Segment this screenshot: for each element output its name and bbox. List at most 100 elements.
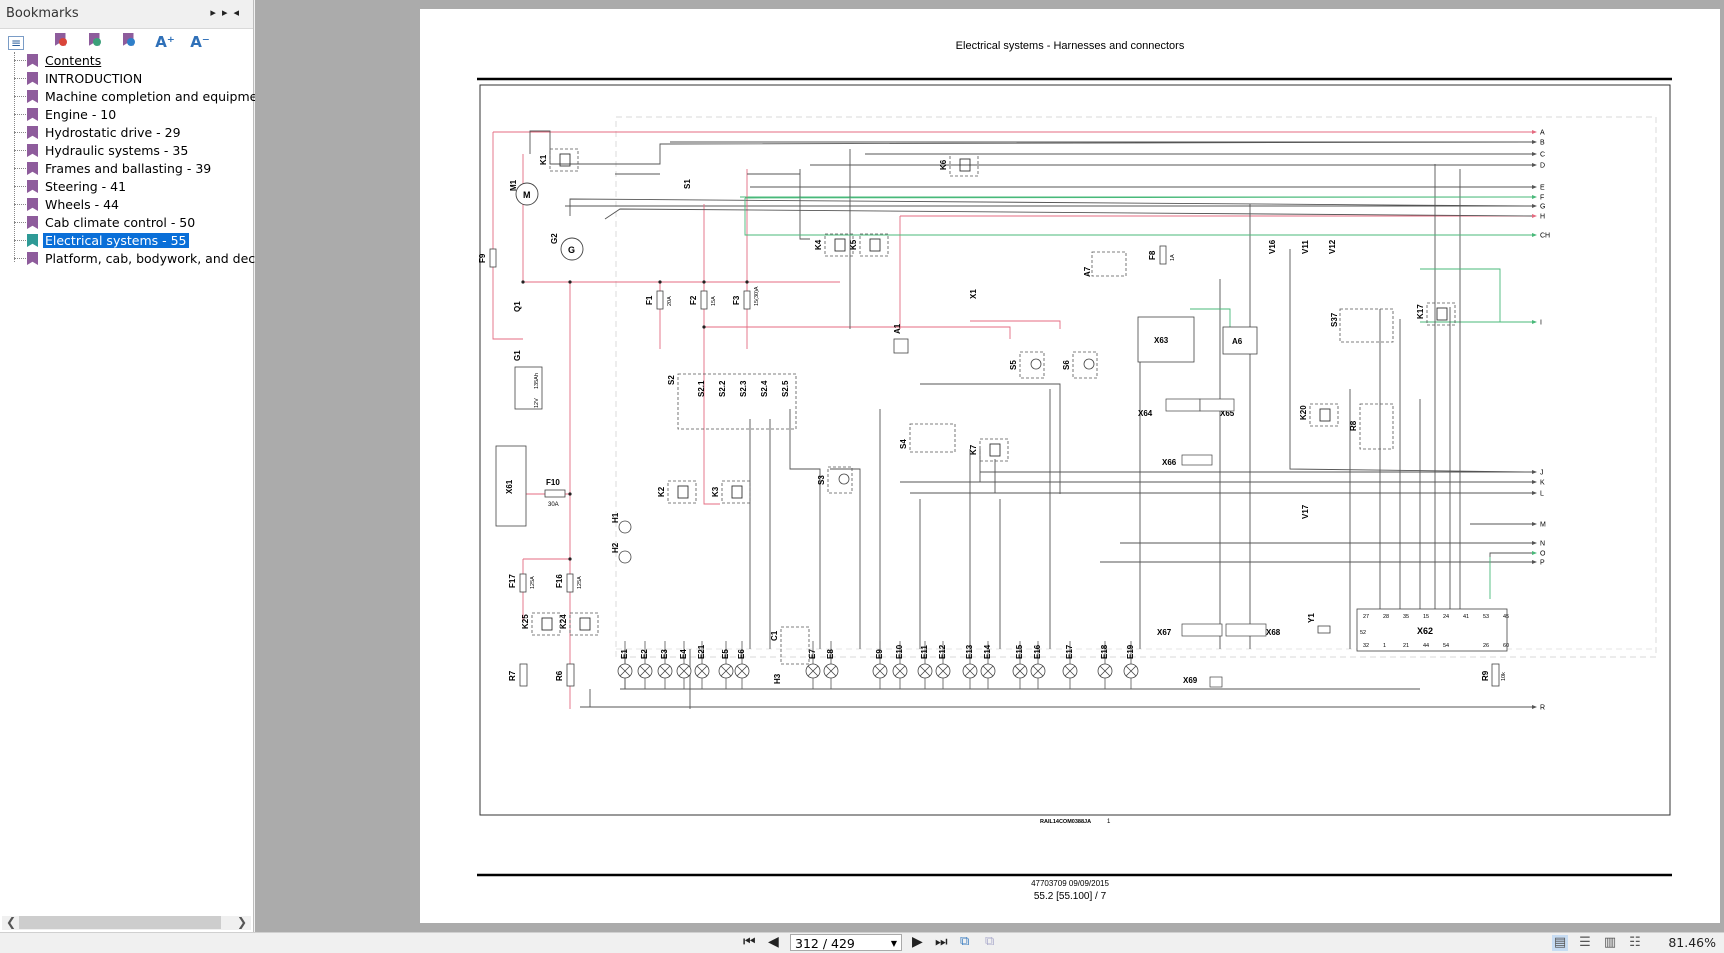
delete-bookmark-icon[interactable]	[50, 33, 70, 51]
bookmark-item[interactable]: Platform, cab, bodywork, and decals -	[0, 250, 281, 268]
zoom-level[interactable]: 81.46%	[1668, 935, 1716, 950]
component-label: 21	[1403, 643, 1409, 649]
component-label: 60	[1503, 643, 1509, 649]
bookmark-label[interactable]: Cab climate control - 50	[45, 215, 196, 230]
bookmark-label[interactable]: Contents	[45, 53, 102, 68]
scroll-right-icon[interactable]: ❯	[236, 915, 247, 929]
rail-label-g: G	[1540, 204, 1545, 211]
component-label: 54	[1443, 643, 1449, 649]
bookmarks-toolbar: ≡ A⁺ A⁻	[0, 29, 253, 53]
bookmark-item[interactable]: Wheels - 44	[0, 196, 253, 214]
goto-bookmark-icon[interactable]	[118, 33, 138, 51]
component-label: 125A	[577, 576, 583, 589]
relay-box	[721, 480, 751, 504]
component-label: K24	[559, 614, 568, 629]
relay-coil-icon	[959, 158, 971, 172]
previous-view-icon[interactable]: ⧉	[960, 934, 970, 949]
document-viewer[interactable]: Electrical systems - Harnesses and conne…	[255, 0, 1724, 932]
bookmark-label[interactable]: Hydrostatic drive - 29	[45, 125, 181, 140]
bookmark-label[interactable]: INTRODUCTION	[45, 71, 143, 86]
rail-arrow-icon	[1532, 480, 1537, 484]
horizontal-scrollbar[interactable]: ❮ ❯	[2, 915, 251, 930]
bookmark-item[interactable]: Electrical systems - 55	[0, 232, 253, 250]
bookmark-label[interactable]: Steering - 41	[45, 179, 127, 194]
bookmark-item[interactable]: INTRODUCTION	[0, 70, 253, 88]
page-number-input[interactable]: 312 / 429 ▼	[790, 934, 902, 951]
bookmark-item[interactable]: Cab climate control - 50	[0, 214, 253, 232]
bookmark-item[interactable]: Steering - 41	[0, 178, 253, 196]
facing-view-icon[interactable]: ▥	[1603, 935, 1617, 950]
bookmark-label[interactable]: Engine - 10	[45, 107, 117, 122]
component-label: S2.3	[739, 380, 748, 397]
switch-s4	[909, 423, 956, 453]
bookmark-item[interactable]: Hydrostatic drive - 29	[0, 124, 253, 142]
rail-label-n: N	[1540, 541, 1545, 548]
expand-all-icon[interactable]: ≡	[8, 36, 24, 50]
bookmark-label[interactable]: Machine completion and equipment -	[45, 89, 279, 104]
increase-font-icon[interactable]: A⁺	[155, 33, 175, 51]
component-label: E21	[697, 644, 706, 659]
fuse-icon	[544, 489, 566, 498]
component-label: K2	[657, 486, 666, 497]
component-label: K1	[539, 154, 548, 165]
component-label: E8	[826, 649, 835, 659]
next-page-button[interactable]: ▶	[912, 934, 923, 950]
bookmark-item[interactable]: Hydraulic systems - 35	[0, 142, 253, 160]
decrease-font-icon[interactable]: A⁻	[190, 33, 210, 51]
last-page-button[interactable]: ⏭	[935, 934, 948, 950]
component-label: K5	[849, 239, 858, 250]
bookmark-label[interactable]: Wheels - 44	[45, 197, 120, 212]
rail-arrow-icon	[1532, 185, 1537, 189]
junction-dot	[658, 280, 662, 284]
component-label: R8	[1349, 420, 1358, 431]
component-label: X66	[1162, 458, 1177, 467]
add-bookmark-icon[interactable]	[84, 33, 104, 51]
bookmark-label[interactable]: Platform, cab, bodywork, and decals -	[45, 251, 282, 266]
lamp-cross	[937, 665, 949, 677]
lamp-cross	[964, 665, 976, 677]
component-label: X65	[1220, 409, 1235, 418]
prev-page-button[interactable]: ◀	[768, 934, 779, 950]
continuous-facing-view-icon[interactable]: ☷	[1629, 935, 1641, 950]
figure-reference: RAIL14COM0388JA	[1040, 819, 1091, 825]
component-label: Y1	[1307, 613, 1316, 623]
component-label: K25	[521, 614, 530, 629]
component-label: E16	[1033, 644, 1042, 659]
component-label: H3	[773, 673, 782, 684]
rail-arrow-icon	[1532, 152, 1537, 156]
lamp-cross	[619, 665, 631, 677]
continuous-view-icon[interactable]: ☰	[1579, 935, 1591, 950]
connector-x68	[1225, 623, 1267, 637]
single-page-view-icon[interactable]: ▤	[1552, 935, 1568, 951]
page-dropdown-icon[interactable]: ▼	[890, 939, 897, 948]
rail-label-a: A	[1540, 130, 1545, 137]
panel-collapse-icon[interactable]: ◂	[233, 6, 245, 19]
bookmark-label[interactable]: Electrical systems - 55	[43, 233, 189, 248]
bookmark-item[interactable]: Contents	[0, 52, 253, 70]
bookmark-item[interactable]: Machine completion and equipment -	[0, 88, 279, 106]
scroll-left-icon[interactable]: ❮	[6, 915, 17, 929]
component-label: C1	[770, 630, 779, 641]
bookmark-label[interactable]: Hydraulic systems - 35	[45, 143, 189, 158]
rail-arrow-icon	[1532, 195, 1537, 199]
relay-coil-icon	[541, 617, 553, 631]
figure-number: 1	[1107, 819, 1111, 825]
bookmark-label[interactable]: Frames and ballasting - 39	[45, 161, 212, 176]
connector-x65	[1199, 398, 1235, 412]
bookmark-icon	[27, 54, 38, 67]
bookmark-item[interactable]: Frames and ballasting - 39	[0, 160, 253, 178]
scrollbar-thumb[interactable]	[19, 916, 221, 929]
relay-coil-icon	[579, 617, 591, 631]
first-page-button[interactable]: ⏮	[743, 934, 756, 950]
relay-coil-icon	[1436, 307, 1448, 321]
bookmark-item[interactable]: Engine - 10	[0, 106, 253, 124]
component-label: 15A	[711, 296, 717, 306]
power-wire	[703, 204, 720, 505]
can-wire	[744, 198, 810, 236]
panel-options-icon[interactable]: ▸▸	[210, 6, 234, 19]
wiring-diagram: Electrical systems - Harnesses and conne…	[477, 40, 1672, 902]
relay-coil-icon	[677, 485, 689, 499]
page-number-value[interactable]: 312 / 429	[795, 936, 855, 951]
component-label: G	[568, 245, 575, 255]
diagram-frame	[479, 84, 1671, 816]
